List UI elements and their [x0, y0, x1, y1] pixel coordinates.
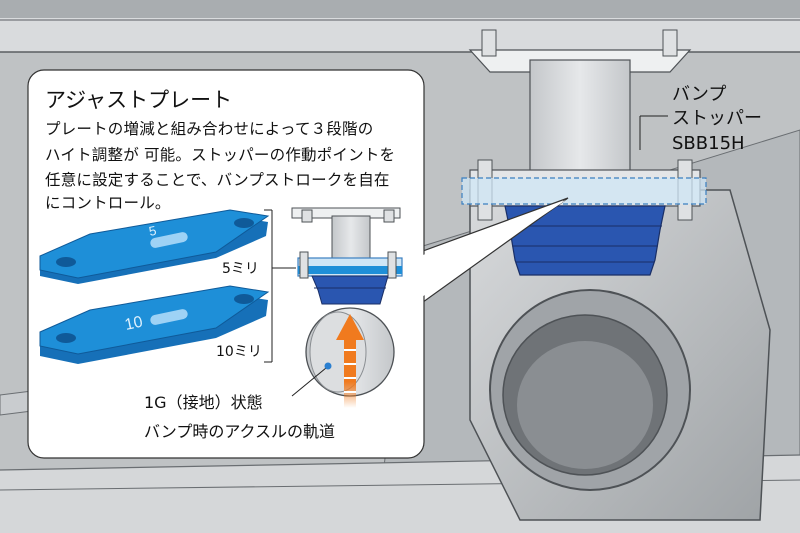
stopper-mount-bracket — [461, 29, 707, 221]
adjust-plate-10mm — [39, 285, 270, 364]
product-leader-line — [639, 115, 668, 150]
product-label-line: ストッパー — [672, 108, 762, 129]
callout-title: アジャストプレート — [45, 88, 233, 112]
callout-description-line: ハイト調整が 可能。ストッパーの作動ポイントを — [45, 146, 396, 164]
callout-description-line: 任意に設定することで、バンプストロークを自在 — [45, 171, 390, 189]
trajectory-label: バンプ時のアクスルの軌道 — [144, 422, 336, 441]
mini-stopper-illustration — [291, 207, 403, 305]
product-label-line: バンプ — [672, 84, 727, 105]
plate-5mm-mark: 5 — [148, 223, 158, 239]
bump-stopper — [504, 205, 666, 276]
callout-description-line: にコントロール。 — [45, 194, 171, 212]
plate-10mm-label: 10ミリ — [216, 344, 262, 360]
callout-description-line: プレートの増減と組み合わせによって３段階の — [45, 120, 374, 138]
plate-size-bracket — [264, 209, 296, 363]
adjust-plate-5mm — [39, 209, 270, 284]
ground-state-label: 1G（接地）状態 — [144, 393, 263, 412]
plate-10mm-mark: 10 — [123, 314, 144, 334]
product-label-model: SBB15H — [672, 133, 745, 154]
bump-trajectory-arrow — [336, 314, 364, 408]
plate-5mm-label: 5ミリ — [222, 261, 259, 277]
state-indicator — [291, 362, 332, 397]
